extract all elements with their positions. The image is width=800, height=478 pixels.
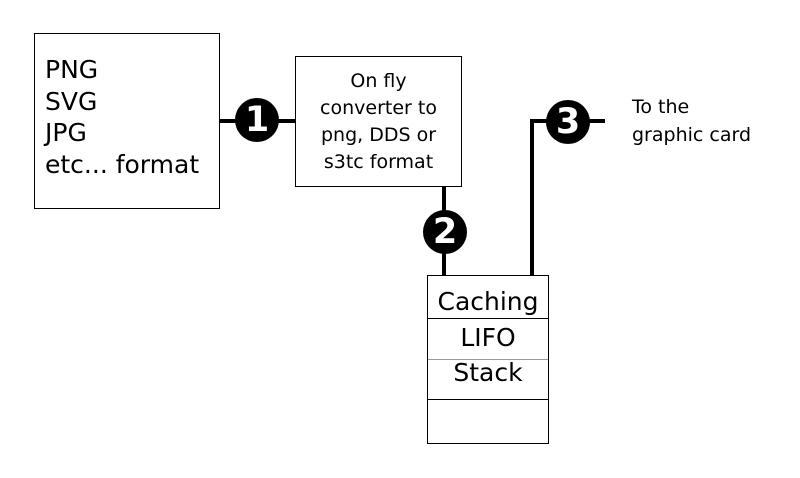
- graphic-card-label-line-2: graphic card: [632, 124, 752, 146]
- format-item-svg: SVG: [45, 86, 98, 116]
- stack-cell-stack: Stack: [428, 360, 548, 400]
- graphic-card-label-line-1: To the: [632, 96, 690, 118]
- format-item-etc: etc... format: [45, 149, 200, 179]
- stack-cell-empty: [428, 400, 548, 443]
- connector-stack-to-graphic-card: [530, 119, 605, 275]
- stack-cell-caching: Caching: [428, 286, 548, 319]
- converter-line-2: converter to: [320, 97, 437, 119]
- converter-line-4: s3tc format: [323, 151, 434, 173]
- converter-box: On fly converter to png, DDS or s3tc for…: [295, 56, 462, 187]
- step-2-badge: 2: [423, 210, 467, 254]
- caching-stack-box: Caching LIFO Stack: [427, 275, 549, 444]
- step-1-badge: 1: [235, 98, 279, 142]
- converter-line-3: png, DDS or: [320, 124, 437, 146]
- source-formats-box: PNG SVG JPG etc... format: [34, 33, 220, 209]
- format-item-png: PNG: [45, 55, 99, 84]
- step-3-badge: 3: [546, 100, 590, 144]
- graphic-card-label: To the graphic card: [632, 93, 751, 149]
- converter-line-1: On fly: [350, 70, 407, 92]
- stack-cell-lifo: LIFO: [428, 319, 548, 360]
- format-item-jpg: JPG: [45, 118, 87, 147]
